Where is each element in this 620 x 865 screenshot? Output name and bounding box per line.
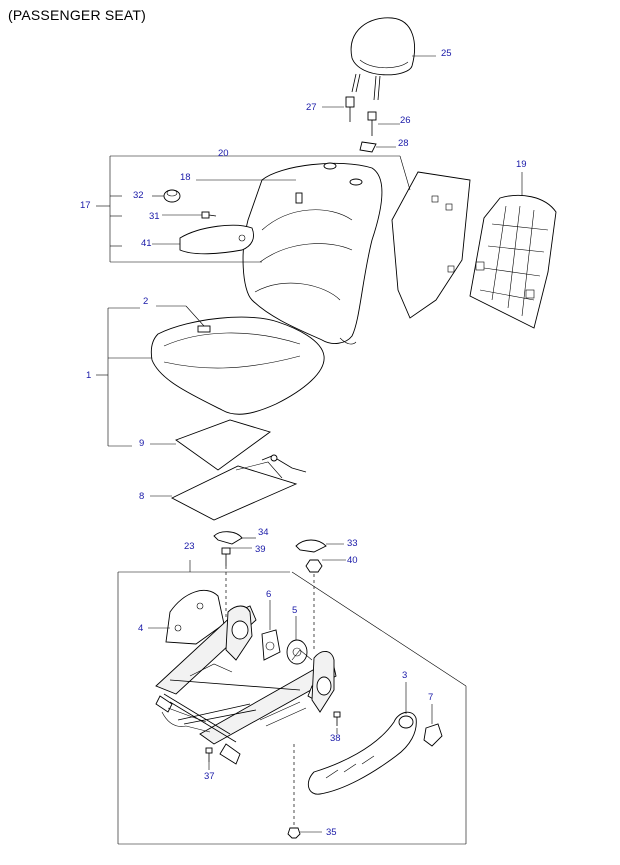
bracket-17-20 <box>96 155 411 263</box>
callout-26: 26 <box>400 115 411 126</box>
callout-28: 28 <box>398 138 409 149</box>
diagram-title: (PASSENGER SEAT) <box>8 7 147 23</box>
callout-25: 25 <box>441 48 452 59</box>
headrest <box>350 17 415 101</box>
bolt-39 <box>221 547 231 566</box>
seat-track-frame <box>155 605 337 765</box>
callout-35: 35 <box>326 827 337 838</box>
callout-20: 20 <box>218 148 229 159</box>
seat-back-panel <box>391 171 471 319</box>
screw-38 <box>333 711 341 726</box>
side-trim-3 <box>307 711 417 795</box>
lower-frame-box <box>117 560 467 845</box>
callout-32: 32 <box>133 190 144 201</box>
callout-41: 41 <box>141 238 152 249</box>
knob-32 <box>163 189 181 203</box>
gear-6 <box>261 629 281 661</box>
bolt-35 <box>287 827 301 839</box>
clip-28 <box>359 141 377 153</box>
callout-8: 8 <box>139 491 144 502</box>
callout-34: 34 <box>258 527 269 538</box>
callout-7: 7 <box>428 692 433 703</box>
callout-38: 38 <box>330 733 341 744</box>
screw-31 <box>201 211 217 219</box>
callout-2: 2 <box>143 296 148 307</box>
callout-39: 39 <box>255 544 266 555</box>
bracket-1 <box>96 307 152 447</box>
screw-37 <box>205 747 213 762</box>
heater-mat-8 <box>171 454 307 521</box>
pad-9 <box>175 419 271 471</box>
callout-1: 1 <box>86 370 91 381</box>
callout-40: 40 <box>347 555 358 566</box>
cover-34 <box>213 531 243 545</box>
callout-33: 33 <box>347 538 358 549</box>
armrest-41 <box>179 224 254 255</box>
callout-37: 37 <box>204 771 215 782</box>
seat-back-frame <box>469 194 557 329</box>
headrest-guide-26 <box>367 111 377 136</box>
callout-23: 23 <box>184 541 195 552</box>
nut-40 <box>305 559 323 573</box>
side-cover-4 <box>165 589 225 645</box>
callout-9: 9 <box>139 438 144 449</box>
cover-33 <box>295 539 327 553</box>
callout-27: 27 <box>306 102 317 113</box>
knob-7 <box>423 723 443 747</box>
callout-5: 5 <box>292 605 297 616</box>
gear-5 <box>286 639 308 665</box>
seat-back-cover <box>242 162 383 345</box>
callout-4: 4 <box>138 623 143 634</box>
callout-17: 17 <box>80 200 91 211</box>
callout-19: 19 <box>516 159 527 170</box>
headrest-guide-27 <box>345 96 355 122</box>
callout-3: 3 <box>402 670 407 681</box>
callout-6: 6 <box>266 589 271 600</box>
seat-cushion-cover <box>150 316 325 415</box>
callout-31: 31 <box>149 211 160 222</box>
callout-18: 18 <box>180 172 191 183</box>
